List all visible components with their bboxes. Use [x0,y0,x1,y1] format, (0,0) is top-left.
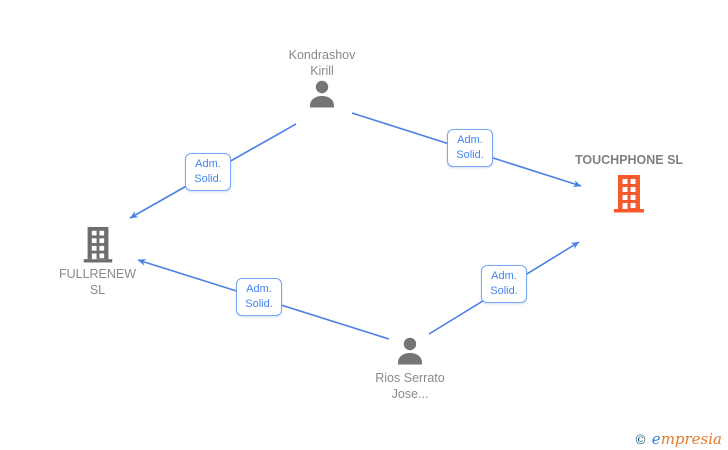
edge-label-rios-touchphone[interactable]: Adm. Solid. [481,265,527,303]
empresia-watermark: © empresia [634,430,722,448]
node-label: FULLRENEW SL [58,267,137,297]
person-icon [307,79,337,109]
node-label: Rios Serrato Jose... [375,371,445,401]
company-icon [610,173,648,213]
node-label: Kondrashov Kirill [288,48,356,78]
node-fullrenew-sl[interactable]: FULLRENEW SL [50,225,145,298]
person-icon [395,336,425,366]
node-kondrashov-kirill[interactable]: Kondrashov Kirill [277,48,367,109]
node-touchphone-sl[interactable]: TOUCHPHONE SL [574,153,684,213]
edge-label-kondrashov-fullrenew[interactable]: Adm. Solid. [185,153,231,191]
node-label: TOUCHPHONE SL [574,153,684,167]
empresia-logo-text: empresia [651,430,722,448]
edge-label-rios-fullrenew[interactable]: Adm. Solid. [236,278,282,316]
node-rios-serrato-jose[interactable]: Rios Serrato Jose... [375,336,445,402]
company-icon [80,225,116,263]
copyright-symbol: © [634,433,648,448]
edge-label-kondrashov-touchphone[interactable]: Adm. Solid. [447,129,493,167]
